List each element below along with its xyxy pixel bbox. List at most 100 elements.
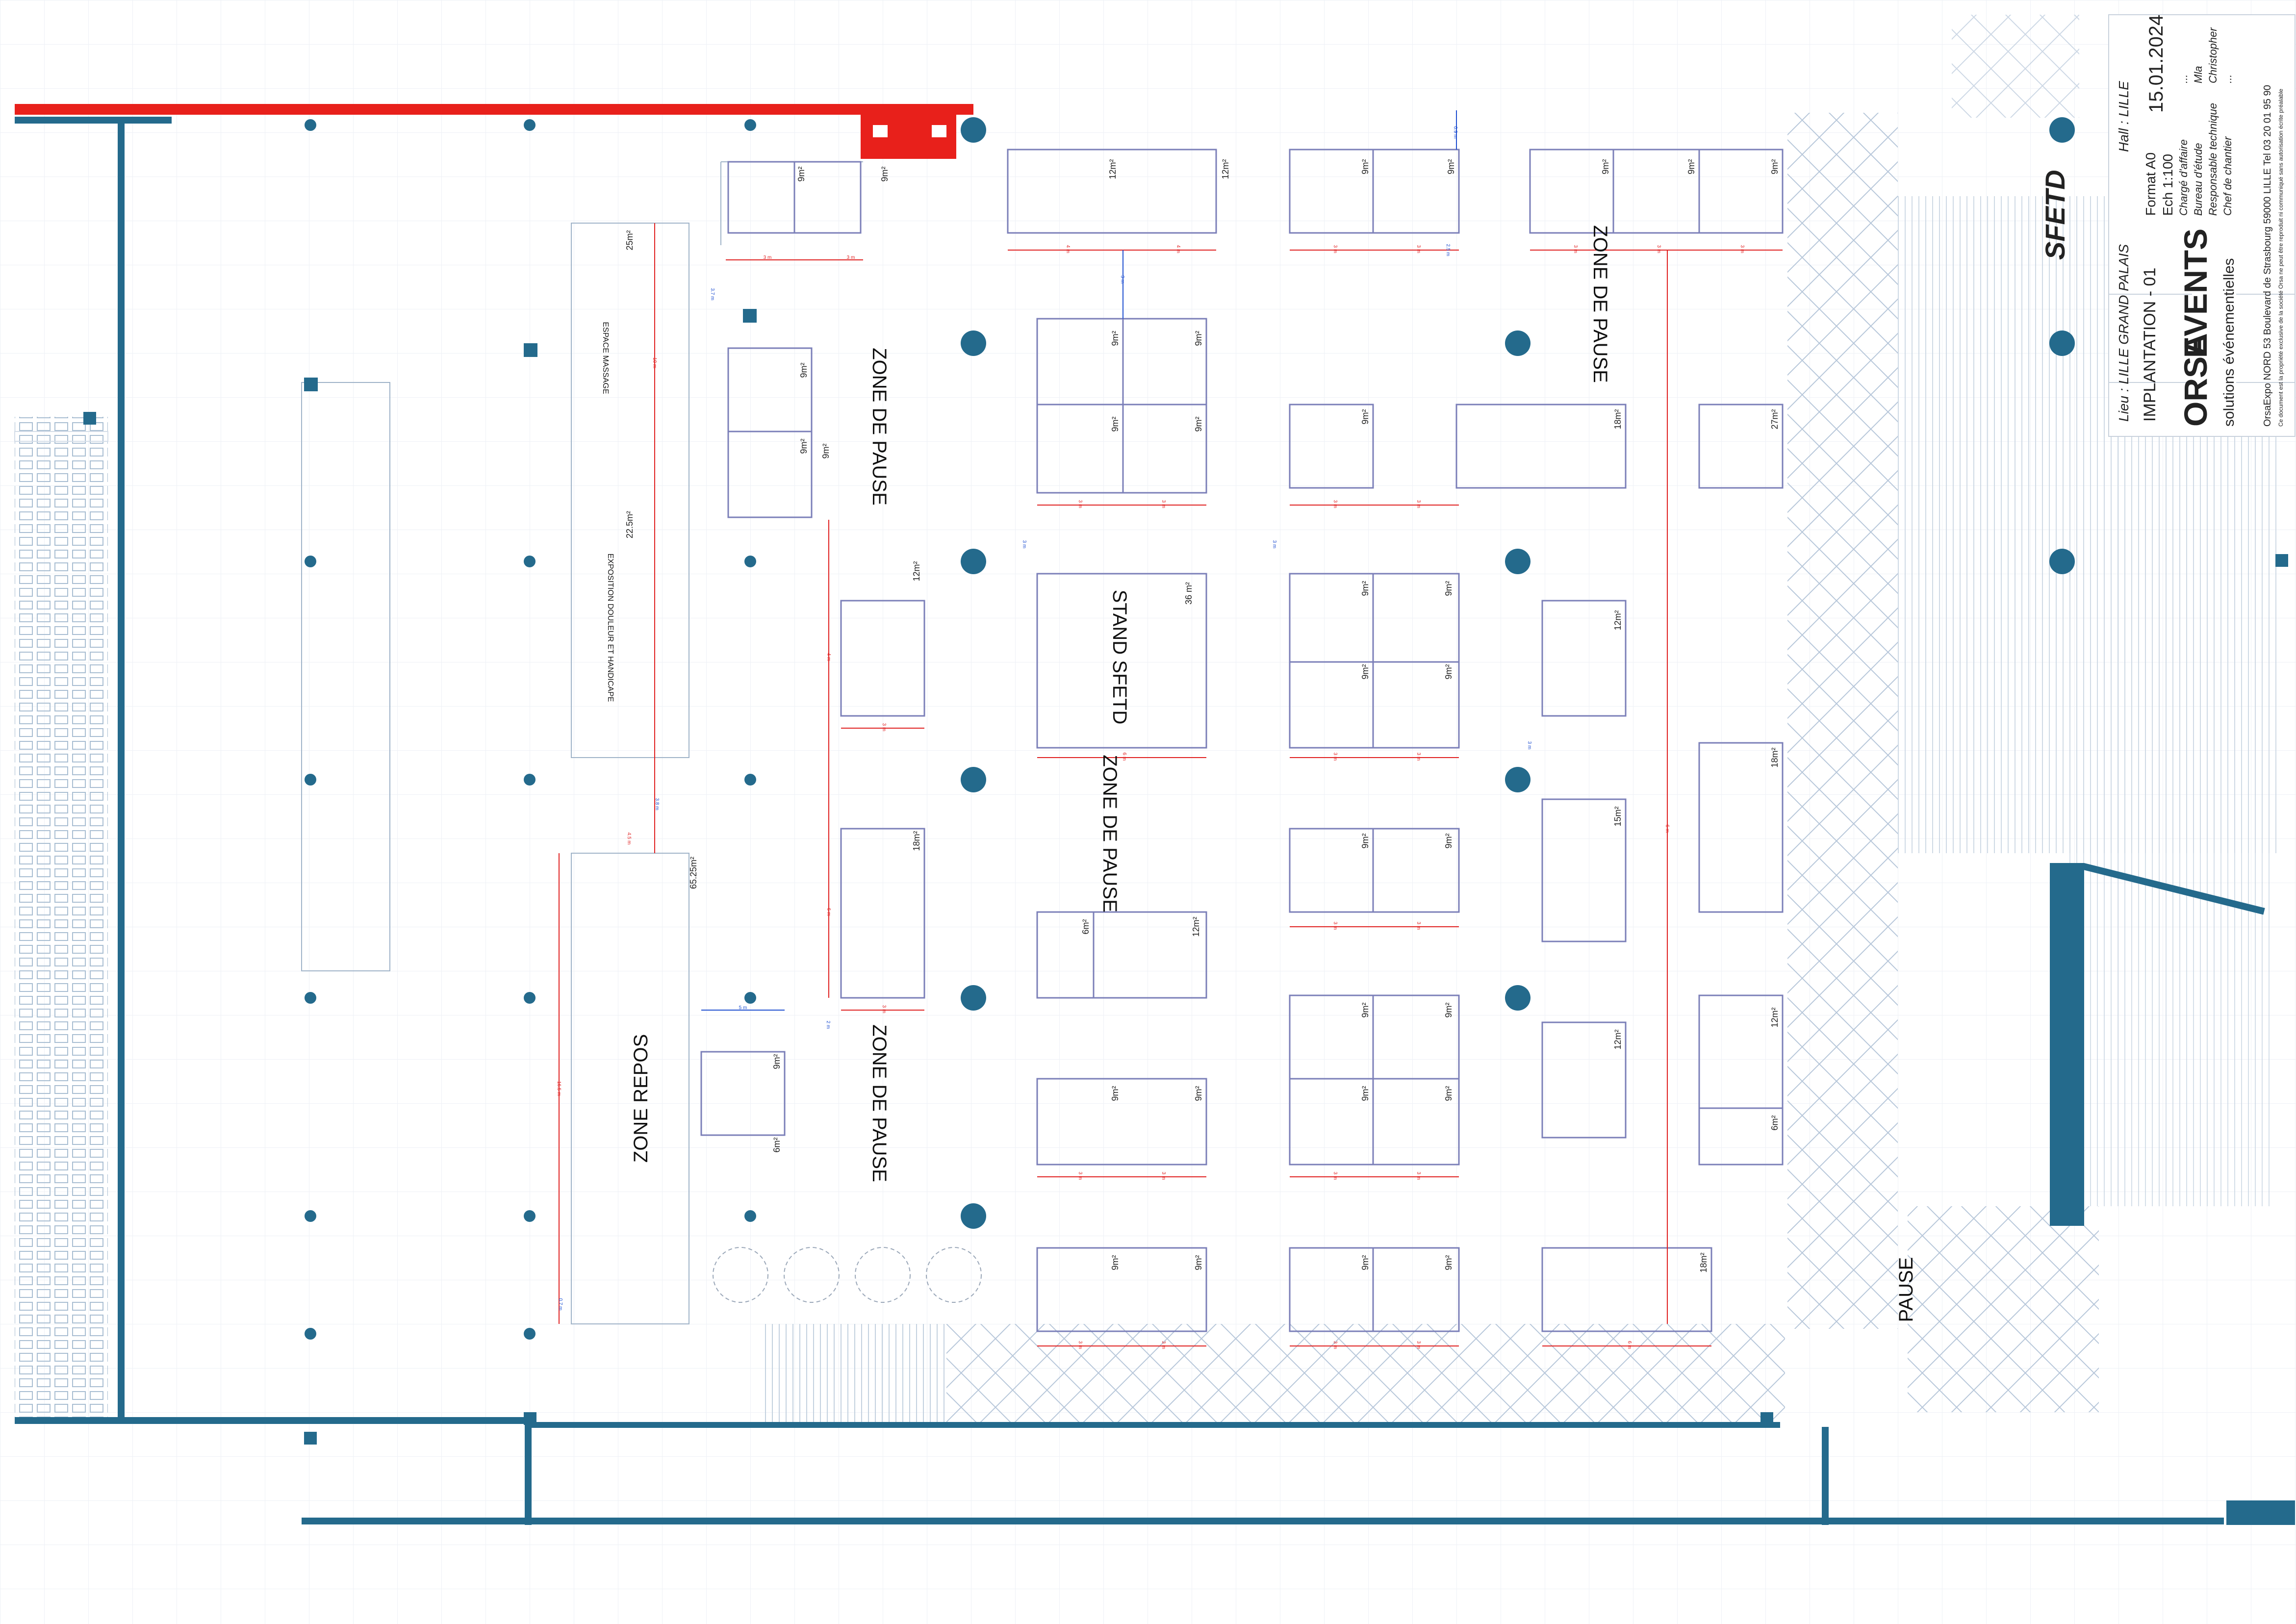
svg-text:3 m: 3 m: [1021, 540, 1027, 549]
svg-text:3 m: 3 m: [1527, 741, 1532, 750]
svg-text:3 m: 3 m: [1077, 1341, 1083, 1349]
partition-massage-expo: [571, 223, 689, 758]
wall-bottom: [302, 1518, 2224, 1524]
svg-text:9m²: 9m²: [1194, 1255, 1203, 1270]
date-label: 15.01.2024: [2145, 15, 2167, 113]
role-value-4: ...: [2221, 75, 2234, 83]
svg-text:6 m: 6 m: [826, 908, 831, 916]
svg-text:3 m: 3 m: [1416, 1172, 1421, 1180]
svg-text:3 m: 3 m: [1332, 500, 1338, 508]
venue-label: Lieu : LILLE GRAND PALAIS: [2116, 244, 2131, 422]
svg-text:3 m: 3 m: [1416, 1341, 1421, 1349]
role-value-2: Mla: [2192, 66, 2204, 83]
svg-text:3 m: 3 m: [764, 255, 772, 260]
hatched-pause-room: [1908, 1206, 2099, 1412]
svg-text:3 m: 3 m: [1416, 922, 1421, 930]
svg-text:12m²: 12m²: [1221, 159, 1230, 179]
svg-text:3 m: 3 m: [847, 255, 855, 260]
partition-repos: [571, 853, 689, 1324]
svg-text:4.5 m: 4.5 m: [626, 832, 632, 844]
stair-area: [765, 1324, 946, 1422]
disclaimer-line: Ce document est la propriété exclusive d…: [2277, 89, 2284, 427]
svg-text:9m²: 9m²: [772, 1054, 782, 1069]
zone-repos: ZONE REPOS: [630, 1034, 652, 1163]
wall-right-thick: [2050, 863, 2084, 1226]
svg-text:3 m: 3 m: [1416, 753, 1421, 761]
svg-text:16.5 m: 16.5 m: [556, 1081, 561, 1096]
svg-text:9m²: 9m²: [1686, 159, 1696, 174]
area-labels: 25m² 22.5m² 65.25m² 36 m² 9m² 9m² 12m² 1…: [625, 159, 1780, 1272]
svg-text:12m²: 12m²: [1108, 159, 1118, 179]
svg-text:2.5 m: 2.5 m: [1445, 244, 1451, 256]
svg-text:9m²: 9m²: [1360, 1255, 1370, 1270]
svg-text:9m²: 9m²: [1444, 1255, 1454, 1270]
svg-text:9m²: 9m²: [880, 166, 890, 181]
svg-text:9m²: 9m²: [799, 362, 809, 378]
svg-text:6 m: 6 m: [1627, 1341, 1632, 1349]
svg-text:12m²: 12m²: [1613, 1029, 1623, 1049]
svg-text:6 m: 6 m: [1664, 825, 1670, 833]
svg-text:9m²: 9m²: [1194, 1086, 1203, 1101]
svg-text:0.7 m: 0.7 m: [558, 1298, 563, 1310]
role-2: Bureau d'étude: [2192, 143, 2204, 216]
role-1: Chargé d'affaire: [2177, 139, 2190, 216]
drawing-title: IMPLANTATION - 01: [2141, 268, 2159, 422]
svg-text:9m²: 9m²: [1360, 159, 1370, 174]
svg-text:3 m: 3 m: [1077, 500, 1083, 508]
svg-text:9m²: 9m²: [1110, 1255, 1120, 1270]
svg-text:9m²: 9m²: [1444, 664, 1454, 679]
svg-text:9m²: 9m²: [1444, 1086, 1454, 1101]
wall-bottom-right-post: [1822, 1427, 1829, 1525]
svg-text:6m²: 6m²: [772, 1137, 782, 1152]
red-wall: [15, 104, 973, 115]
zone-pause-1: ZONE DE PAUSE: [868, 348, 890, 506]
round-tables: [713, 1247, 982, 1303]
stand-sfetd-label: STAND SFETD: [1109, 590, 1130, 725]
espace-massage-label: ESPACE MASSAGE: [601, 322, 610, 394]
format-label: Format A0: [2143, 152, 2158, 216]
wall-bottom-post: [525, 1422, 532, 1525]
svg-text:3 m: 3 m: [1161, 1172, 1166, 1180]
svg-text:3 m: 3 m: [1077, 1172, 1083, 1180]
hatched-corner: [1952, 15, 2079, 118]
svg-text:3 m: 3 m: [1332, 1341, 1338, 1349]
brand-orsa: ORSA: [2177, 333, 2214, 427]
svg-text:9m²: 9m²: [1360, 581, 1370, 596]
scale-label: Ech 1:100: [2160, 154, 2175, 216]
stands: [700, 149, 1784, 1332]
svg-text:3 m: 3 m: [1332, 753, 1338, 761]
project-title: SFETD: [2040, 170, 2070, 260]
svg-text:10 m: 10 m: [652, 357, 657, 368]
svg-text:9m²: 9m²: [1601, 159, 1610, 174]
svg-text:9m²: 9m²: [1110, 416, 1120, 431]
svg-text:9m²: 9m²: [1446, 159, 1456, 174]
svg-text:3 m: 3 m: [1332, 922, 1338, 930]
svg-text:3 m: 3 m: [1161, 500, 1166, 508]
svg-text:4 m: 4 m: [1175, 245, 1181, 254]
hall-label: Hall : LILLE: [2116, 81, 2131, 152]
svg-text:9m²: 9m²: [1360, 409, 1370, 424]
svg-text:9m²: 9m²: [1444, 1002, 1454, 1017]
role-value-1: ...: [2177, 75, 2190, 83]
svg-text:9m²: 9m²: [796, 166, 806, 181]
svg-text:18m²: 18m²: [912, 831, 921, 851]
pillars: [83, 117, 2288, 1445]
svg-text:18m²: 18m²: [1770, 747, 1780, 767]
svg-text:9m²: 9m²: [1194, 330, 1203, 346]
svg-text:3 m: 3 m: [1656, 245, 1661, 254]
svg-text:18m²: 18m²: [1613, 409, 1623, 429]
svg-text:12m²: 12m²: [912, 561, 921, 581]
svg-text:3 m: 3 m: [1120, 276, 1125, 284]
svg-text:9m²: 9m²: [1444, 833, 1454, 848]
svg-text:3 m: 3 m: [1161, 1341, 1166, 1349]
svg-text:4 m: 4 m: [1065, 245, 1071, 254]
svg-text:9m²: 9m²: [821, 443, 831, 458]
role-3: Responsable technique: [2207, 103, 2219, 216]
auditorium-lower: [2065, 853, 2270, 1206]
svg-text:3 m: 3 m: [1416, 245, 1421, 254]
svg-text:9m²: 9m²: [1444, 581, 1454, 596]
wall-left: [118, 117, 125, 1421]
zone-pause-2: ZONE DE PAUSE: [1099, 755, 1121, 913]
hatched-corridor-right: [1787, 113, 1898, 1329]
